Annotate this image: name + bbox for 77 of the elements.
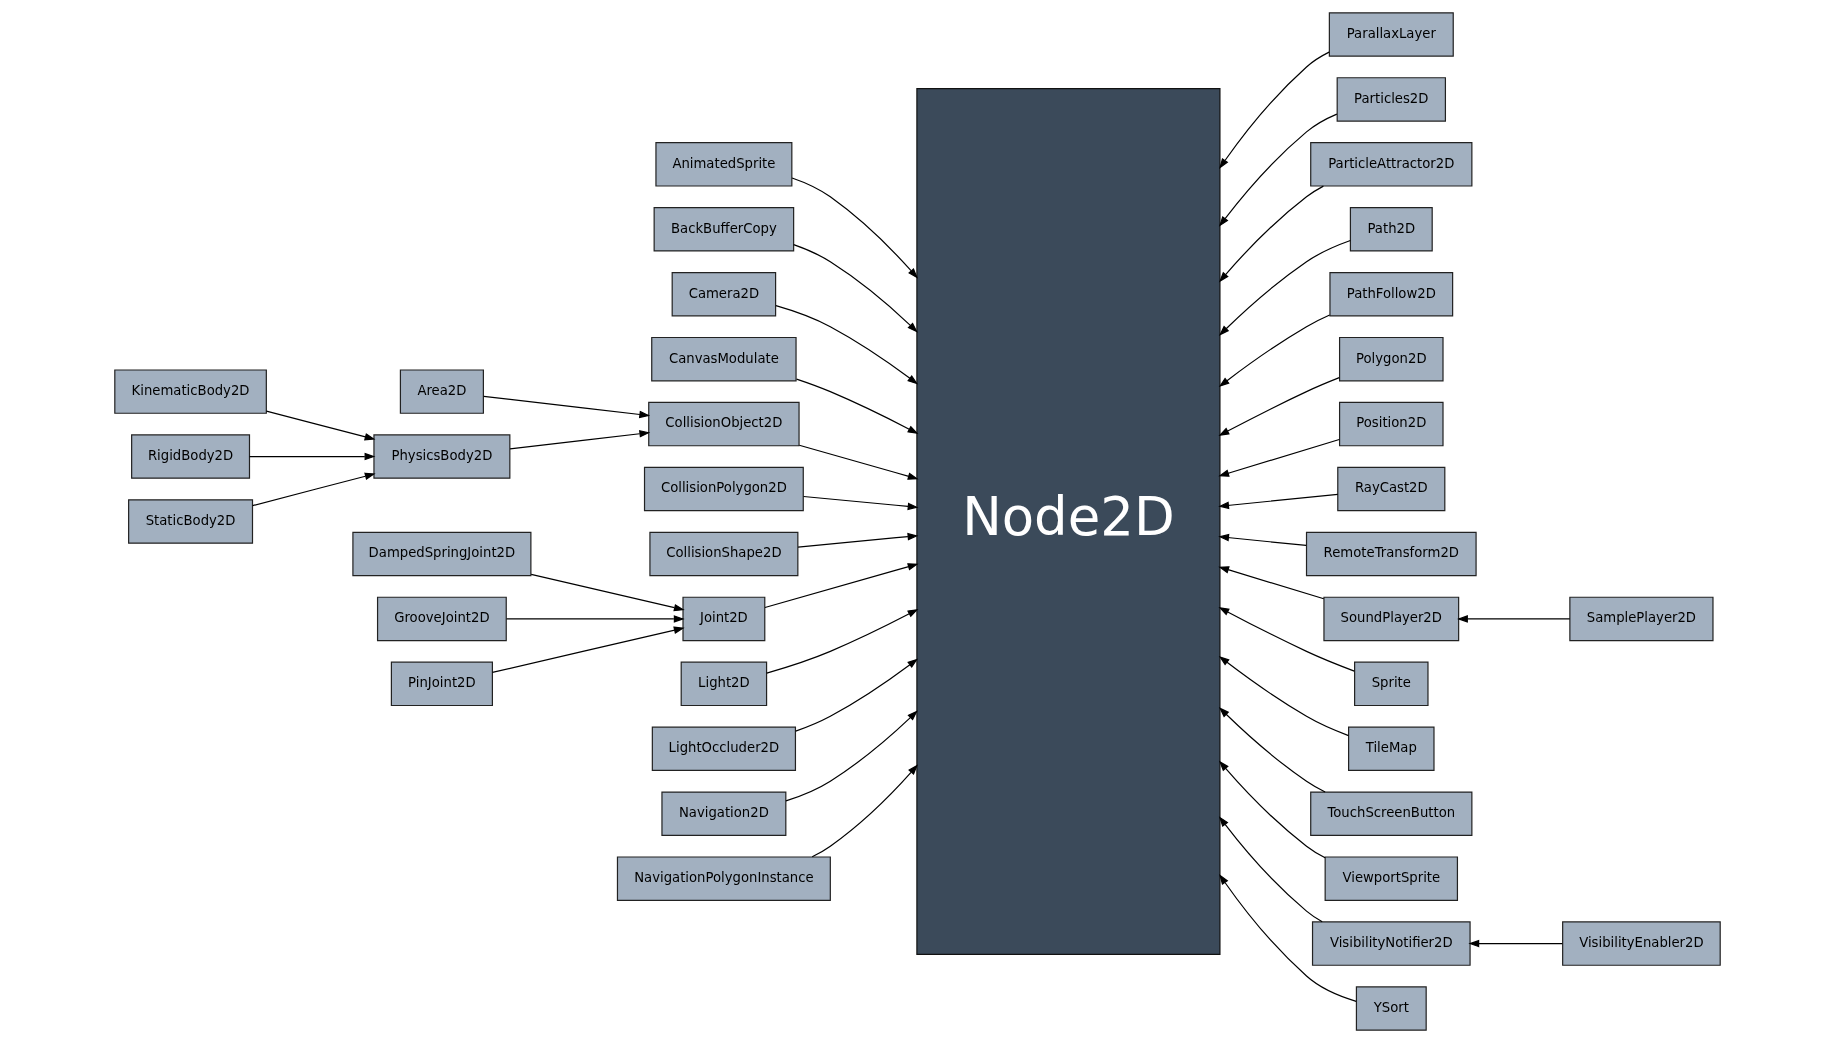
arrow — [1218, 873, 1357, 1002]
arrow — [1217, 438, 1340, 477]
node-box: TileMap — [1347, 726, 1435, 771]
arrow — [248, 452, 375, 461]
arrow — [792, 244, 918, 333]
arrow — [1217, 606, 1355, 672]
node-box: YSort — [1355, 986, 1427, 1031]
node-box: BackBufferCopy — [653, 207, 794, 252]
arrow — [1467, 939, 1563, 948]
arrow — [1456, 615, 1570, 623]
node-box: Area2D — [399, 369, 484, 414]
node-box: Navigation2D — [660, 791, 786, 836]
arrow — [1217, 377, 1340, 437]
node-box: Sprite — [1353, 661, 1429, 707]
node-box: Position2D — [1338, 401, 1444, 447]
arrow — [1218, 760, 1326, 859]
node-box: Node2D — [915, 88, 1221, 955]
node-box: Light2D — [680, 661, 767, 707]
arrow — [798, 444, 919, 480]
arrow — [802, 495, 918, 511]
node-box: RemoteTransform2D — [1305, 531, 1477, 577]
arrow — [1217, 493, 1338, 510]
arrow — [1218, 656, 1349, 737]
node-box: PathFollow2D — [1328, 271, 1453, 317]
node-box: Joint2D — [681, 596, 765, 642]
arrow — [1218, 816, 1323, 923]
arrow — [1218, 185, 1324, 283]
node-box: PinJoint2D — [390, 661, 493, 707]
node-box: StaticBody2D — [127, 499, 253, 544]
arrow — [795, 378, 918, 435]
arrow — [1218, 707, 1326, 793]
node-box: NavigationPolygonInstance — [616, 856, 831, 901]
arrow — [811, 764, 918, 858]
node-box: ViewportSprite — [1324, 856, 1458, 901]
arrow — [763, 563, 919, 609]
arrow — [530, 573, 685, 612]
node-box: ParallaxLayer — [1328, 12, 1454, 57]
node-box: CollisionShape2D — [648, 531, 798, 577]
arrow — [796, 532, 918, 548]
node-box: LightOccluder2D — [651, 726, 796, 771]
arrow — [765, 608, 918, 674]
node-box: AnimatedSprite — [654, 142, 792, 187]
arrow — [1218, 239, 1351, 336]
arrow — [1217, 566, 1324, 600]
arrow — [251, 472, 376, 507]
node-box: Path2D — [1349, 207, 1433, 252]
node-box: CollisionObject2D — [647, 401, 800, 447]
node-box: DampedSpringJoint2D — [351, 531, 531, 577]
node-box: KinematicBody2D — [113, 369, 267, 414]
arrow — [1218, 51, 1330, 170]
arrow — [774, 305, 918, 385]
node-box: VisibilityEnabler2D — [1561, 921, 1721, 966]
arrow — [508, 430, 650, 450]
node-box: GrooveJoint2D — [376, 596, 507, 642]
node-box: PhysicsBody2D — [372, 434, 510, 479]
arrow — [265, 410, 375, 441]
arrow — [1218, 314, 1330, 387]
arrow — [791, 177, 918, 279]
node-box: Particles2D — [1336, 77, 1446, 122]
node-box: VisibilityNotifier2D — [1311, 921, 1471, 966]
arrow — [784, 710, 918, 802]
node-box: SoundPlayer2D — [1322, 596, 1459, 642]
node-box: CanvasModulate — [650, 336, 797, 382]
arrow — [505, 615, 685, 623]
arrow — [1217, 533, 1307, 547]
node-box: RigidBody2D — [130, 434, 250, 479]
node-box: SamplePlayer2D — [1568, 596, 1714, 642]
node-box: Camera2D — [671, 271, 776, 317]
node-box: TouchScreenButton — [1309, 791, 1472, 836]
node-box: CollisionPolygon2D — [643, 466, 804, 512]
arrow — [794, 658, 918, 732]
node-box: ParticleAttractor2D — [1309, 142, 1472, 187]
arrow — [491, 626, 685, 673]
arrow — [482, 395, 650, 419]
arrow — [1218, 113, 1337, 227]
node-box: Polygon2D — [1338, 336, 1444, 382]
node-box: RayCast2D — [1336, 466, 1445, 512]
